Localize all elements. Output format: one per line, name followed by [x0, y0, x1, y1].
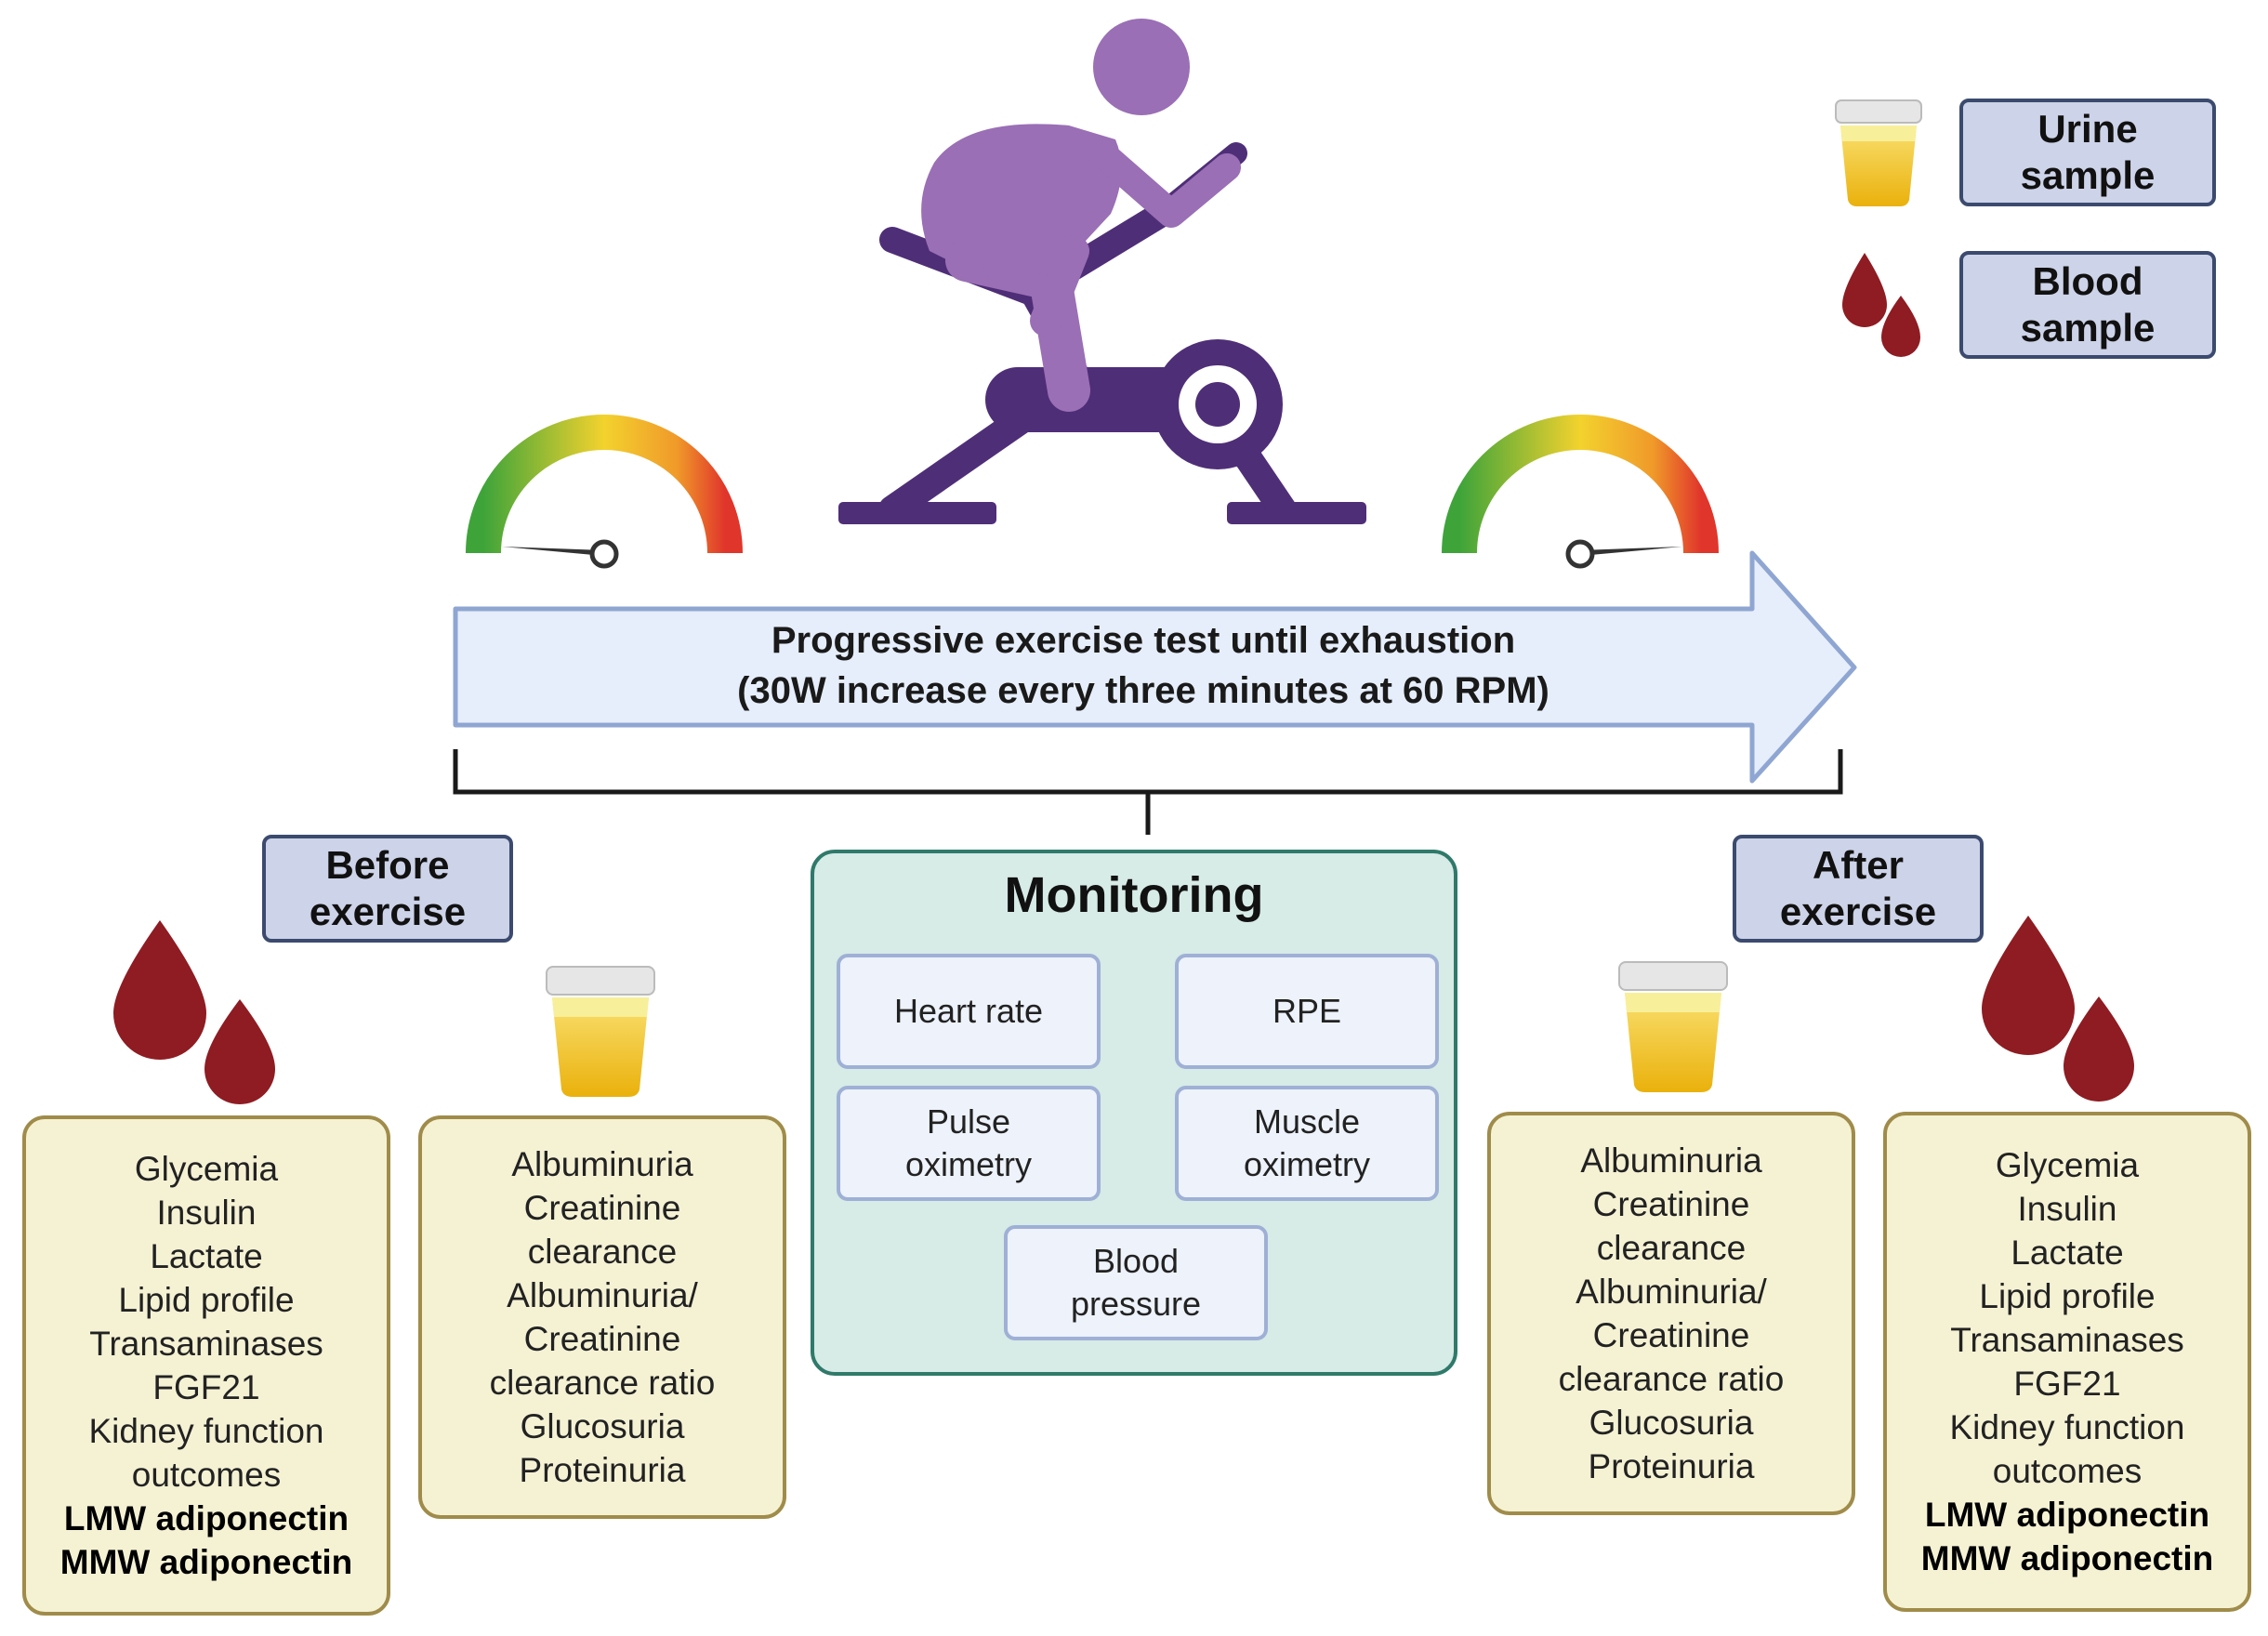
blood-test-item-bold: MMW adiponectin [59, 1543, 353, 1581]
protocol-line-1: Progressive exercise test until exhausti… [771, 620, 1516, 661]
urine-test-item: Creatinine [523, 1189, 681, 1227]
blood-test-item: Transaminases [89, 1325, 323, 1363]
muscle-oximetry-box: Muscle oximetry [1175, 1086, 1439, 1201]
legend-urine-sample-label: Urine sample [1959, 99, 2216, 206]
rpe-text: RPE [1272, 992, 1342, 1030]
before-exercise-label: Before exercise [262, 835, 513, 943]
after-exercise-text: After exercise [1779, 843, 1937, 933]
before-exercise-text: Before exercise [309, 843, 467, 933]
blood-test-item: FGF21 [152, 1368, 260, 1406]
legend-urine-text: Urine sample [2020, 107, 2156, 197]
after-urine-cup-icon [1618, 961, 1728, 1092]
before-urine-tests-box: Albuminuria Creatinine clearance Albumin… [418, 1115, 786, 1519]
heart-rate-box: Heart rate [837, 954, 1101, 1069]
exercise-protocol-text: Progressive exercise test until exhausti… [455, 615, 1831, 716]
cyclist-icon [921, 19, 1241, 412]
after-exercise-label: After exercise [1733, 835, 1984, 943]
heart-rate-text: Heart rate [893, 992, 1044, 1030]
blood-test-item: Kidney function [88, 1412, 324, 1450]
rpe-box: RPE [1175, 954, 1439, 1069]
urine-test-item: Glucosuria [1589, 1404, 1754, 1442]
after-blood-tests-box: Glycemia Insulin Lactate Lipid profile T… [1883, 1112, 2251, 1612]
urine-test-item: clearance ratio [489, 1364, 716, 1402]
pulse-oximetry-box: Pulse oximetry [837, 1086, 1101, 1201]
after-urine-tests-box: Albuminuria Creatinine clearance Albumin… [1487, 1112, 1855, 1515]
urine-test-item: Creatinine [523, 1320, 681, 1358]
blood-test-item: Lipid profile [118, 1281, 295, 1319]
before-blood-drops-icon [113, 920, 275, 1104]
blood-test-item-bold: LMW adiponectin [1924, 1496, 2210, 1534]
blood-test-item: Lactate [150, 1237, 263, 1275]
blood-test-item-bold: LMW adiponectin [63, 1499, 349, 1537]
blood-test-item: Kidney function [1949, 1408, 2185, 1446]
urine-test-item: clearance [527, 1233, 678, 1271]
blood-test-item: Glycemia [134, 1150, 279, 1188]
blood-test-item: Insulin [156, 1194, 257, 1232]
blood-test-item: Transaminases [1950, 1321, 2184, 1359]
legend-blood-drops-icon [1842, 253, 1920, 357]
urine-test-item: Creatinine [1592, 1316, 1750, 1354]
blood-pressure-text: Blood pressure [1070, 1242, 1202, 1323]
blood-test-item: Insulin [2017, 1190, 2117, 1228]
urine-test-item: Proteinuria [519, 1451, 686, 1489]
exercise-bike-icon [838, 142, 1366, 524]
pulse-oximetry-text: Pulse oximetry [904, 1102, 1033, 1183]
blood-test-item: FGF21 [2013, 1365, 2121, 1403]
legend-urine-cup-icon [1835, 99, 1922, 206]
progression-arrow [453, 550, 1857, 784]
monitoring-title: Monitoring [1004, 867, 1264, 923]
intensity-gauge-right-icon [1442, 415, 1719, 569]
after-blood-drops-icon [1982, 916, 2134, 1102]
blood-test-item: outcomes [1992, 1452, 2143, 1490]
bracket-connector [453, 749, 1843, 835]
blood-test-item: outcomes [131, 1456, 282, 1494]
blood-pressure-box: Blood pressure [1004, 1225, 1268, 1340]
urine-test-item: Glucosuria [520, 1407, 685, 1445]
urine-test-item: Albuminuria [511, 1145, 693, 1183]
urine-test-item: clearance ratio [1558, 1360, 1785, 1398]
intensity-gauge-left-icon [466, 415, 743, 569]
before-blood-tests-box: Glycemia Insulin Lactate Lipid profile T… [22, 1115, 390, 1616]
blood-test-item: Lactate [2011, 1234, 2124, 1272]
urine-test-item: Albuminuria/ [1576, 1273, 1767, 1311]
blood-test-item-bold: MMW adiponectin [1920, 1539, 2214, 1577]
legend-blood-text: Blood sample [2020, 259, 2156, 350]
legend-blood-sample-label: Blood sample [1959, 251, 2216, 359]
urine-test-item: Creatinine [1592, 1185, 1750, 1223]
urine-test-item: Proteinuria [1588, 1447, 1755, 1485]
protocol-line-2: (30W increase every three minutes at 60 … [737, 670, 1549, 711]
blood-test-item: Lipid profile [1979, 1277, 2156, 1315]
muscle-oximetry-text: Muscle oximetry [1243, 1102, 1371, 1183]
monitoring-panel: Monitoring Heart rate RPE Pulse oximetry… [811, 850, 1457, 1376]
urine-test-item: clearance [1596, 1229, 1747, 1267]
urine-test-item: Albuminuria [1580, 1141, 1762, 1180]
before-urine-cup-icon [546, 966, 655, 1097]
blood-test-item: Glycemia [1995, 1146, 2140, 1184]
urine-test-item: Albuminuria/ [507, 1276, 698, 1314]
